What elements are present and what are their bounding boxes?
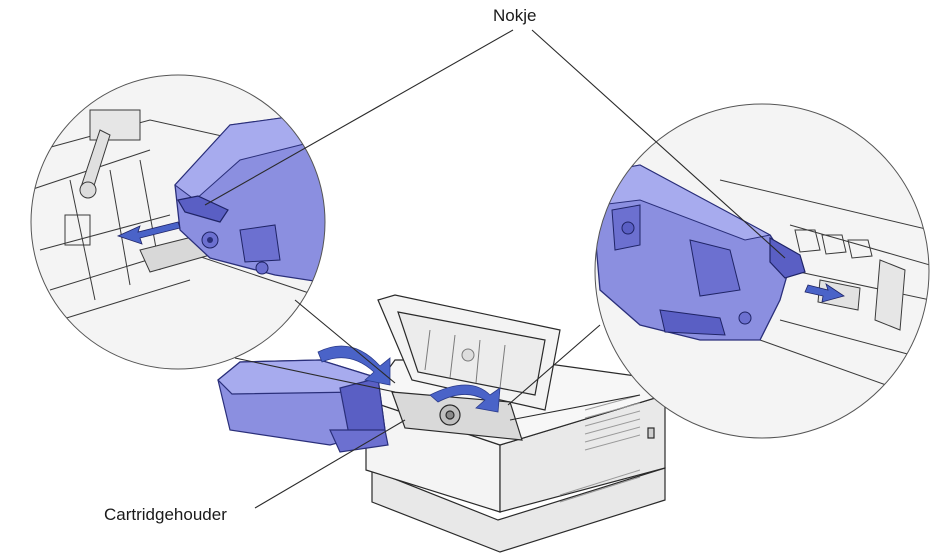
printer-cover-ribs — [424, 329, 506, 389]
right-lens-connector — [507, 324, 601, 406]
cartridge-lower-tray — [329, 429, 389, 453]
push-arrow-icon — [804, 283, 845, 303]
tab-callout-line — [531, 29, 786, 259]
printer — [365, 294, 666, 553]
push-arrow-icon — [116, 221, 181, 245]
leader-lines — [204, 29, 786, 509]
left-lens-connector — [294, 299, 396, 384]
tab-callout-line — [204, 29, 514, 206]
left-detail-lens — [30, 74, 326, 370]
right-lens-connector — [509, 394, 641, 421]
right-detail-lens — [594, 103, 930, 439]
left-lens-tab — [177, 195, 229, 223]
curved-arrow-icon — [429, 384, 501, 413]
tab-label: Nokje — [493, 6, 537, 25]
right-lens-tab — [769, 236, 806, 279]
printer-side-port — [647, 427, 655, 439]
curved-arrow-icon — [317, 345, 391, 386]
cartridge-holder-label: Cartridgehouder — [104, 505, 227, 524]
toner-cartridge — [217, 359, 389, 453]
printer-paper-tray — [371, 467, 666, 553]
printer-vent — [559, 394, 641, 503]
holder-callout-line — [254, 419, 406, 509]
left-lens-connector — [234, 357, 396, 393]
